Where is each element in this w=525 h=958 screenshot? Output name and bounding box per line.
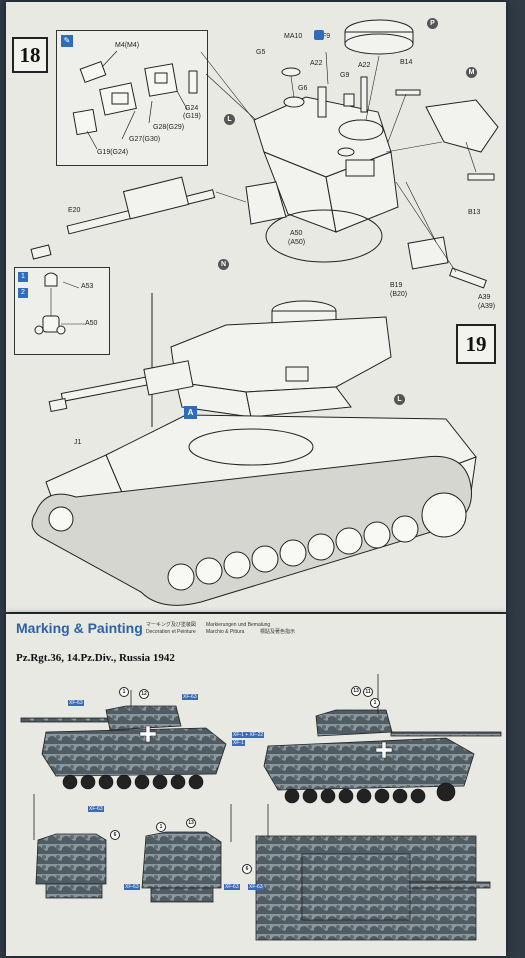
tool-1-icon: 1 — [18, 272, 28, 282]
color-marker-1: XF-63 — [68, 700, 84, 706]
label-g28: G28(G29) — [153, 124, 185, 131]
label-b14: B14 — [400, 59, 413, 66]
marking-callout-1c: 1 — [156, 822, 166, 832]
marking-callout-13: 13 — [351, 686, 361, 696]
callout-l-step19: L — [394, 394, 405, 405]
label-a22-right: A22 — [358, 62, 371, 69]
label-a39: A39 — [478, 294, 491, 301]
marking-callout-1: 1 — [119, 687, 129, 697]
label-a53: A53 — [81, 283, 94, 290]
marking-painting-sheet: Marking & Painting マーキング及び塗装図 Decoration… — [6, 614, 506, 956]
glue-icon: ✎ — [61, 35, 73, 47]
label-g5: G5 — [256, 49, 266, 56]
color-marker-8: XF-63 — [248, 884, 264, 890]
instruction-sheet: 18 19 ✎ M4(M4) G24 (G19) — [6, 2, 506, 612]
label-g19: (G19) — [183, 113, 201, 120]
tank-profiles-drawing — [20, 674, 502, 941]
tank-assembly-drawing — [31, 293, 477, 606]
step-19-number: 19 — [456, 324, 496, 364]
marking-callout-6: 6 — [110, 830, 120, 840]
label-a50: A50 — [290, 230, 303, 237]
marking-callout-12: 12 — [139, 689, 149, 699]
callout-p: P — [427, 18, 438, 29]
marking-subtitle-de: Markierungen und Bemalung — [206, 622, 271, 628]
marking-subtitle-jp: マーキング及び塗装図 — [146, 622, 196, 628]
color-marker-5: XF-63 — [88, 806, 104, 812]
paint-marker-icon — [314, 30, 324, 40]
callout-n: N — [218, 259, 229, 270]
callout-m: M — [466, 67, 477, 78]
label-a22-left: A22 — [310, 60, 323, 67]
label-e20: E20 — [68, 207, 81, 214]
label-j1: J1 — [74, 439, 82, 446]
marking-callout-13b: 13 — [186, 818, 196, 828]
label-g24: G24 — [185, 105, 199, 112]
label-f9: F9 — [322, 33, 331, 40]
color-marker-6: XF-63 — [124, 884, 140, 890]
label-b19: B19 — [390, 282, 403, 289]
label-b13: B13 — [468, 209, 481, 216]
color-marker-4: XF-1 — [232, 740, 245, 746]
marking-subtitle-en: Decoration et Peinture — [146, 629, 196, 635]
label-ma10: MA10 — [284, 33, 303, 40]
parts-inset-top: ✎ M4(M4) G24 (G19) G28(G29) G27(G3 — [56, 30, 208, 166]
label-b20: (B20) — [390, 291, 408, 298]
label-a39-alt: (A39) — [478, 303, 496, 310]
tool-2-icon: 2 — [18, 288, 28, 298]
label-g9: G9 — [340, 72, 350, 79]
color-marker-7: XF-63 — [224, 884, 240, 890]
inset-parts-drawing — [72, 50, 198, 150]
label-m4: M4(M4) — [115, 42, 140, 49]
parts-inset-bottom: 1 2 A53 A50 — [14, 267, 110, 355]
callout-l-top: L — [224, 114, 235, 125]
label-g19-g24: G19(G24) — [97, 149, 129, 156]
color-marker-3: XF-1 + XF-22 — [232, 732, 265, 738]
marking-subtitle-it: Marchio & Pittura — [206, 629, 245, 635]
marking-callout-1b: 1 — [370, 698, 380, 708]
marking-title: Marking & Painting — [16, 620, 143, 636]
marking-callout-6b: 6 — [242, 864, 252, 874]
label-g6: G6 — [298, 85, 308, 92]
marking-callout-11: 11 — [363, 687, 373, 697]
label-a50-alt: (A50) — [288, 239, 306, 246]
unit-designation: Pz.Rgt.36, 14.Pz.Div., Russia 1942 — [16, 652, 175, 664]
assembly-badge-icon: A — [184, 406, 197, 419]
color-marker-2: XF-63 — [182, 694, 198, 700]
marking-subtitle-cn: 標貼及著色指示 — [260, 629, 296, 635]
turret-assembly-drawing — [30, 19, 499, 289]
step-18-number: 18 — [12, 37, 48, 73]
label-a50-inset: A50 — [85, 320, 98, 327]
label-g27: G27(G30) — [129, 136, 161, 143]
antenna-base-drawing — [34, 272, 85, 335]
